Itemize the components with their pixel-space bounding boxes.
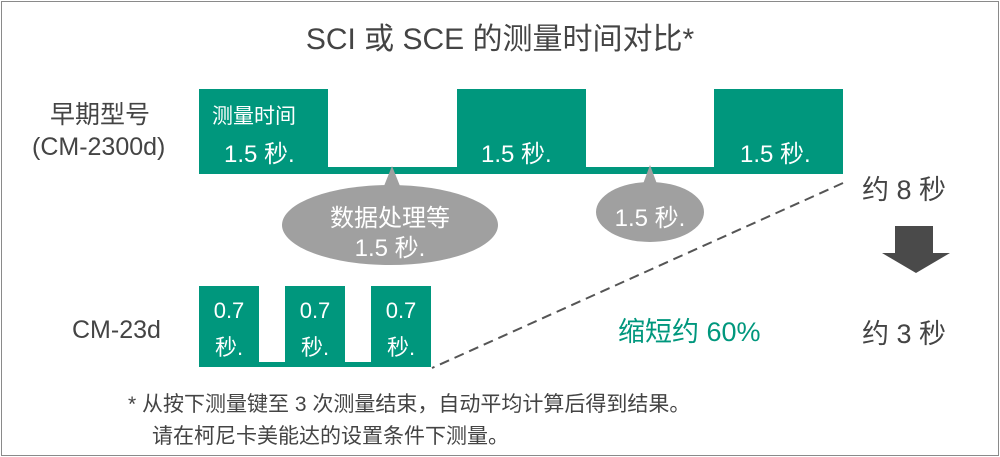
new-pulse-2-unit: 秒. — [300, 335, 330, 360]
new-pulse-1-unit: 秒. — [214, 335, 244, 360]
new-pulse-3-value: 0.7 — [385, 298, 417, 323]
bubble1 — [282, 185, 498, 265]
bubble1-line1: 数据处理等 — [330, 205, 450, 232]
footnote-line1: * 从按下测量键至 3 次测量结束，自动平均计算后得到结果。 — [128, 393, 691, 416]
old-pulse-1 — [199, 89, 328, 174]
old-total: 约 8 秒 — [862, 175, 947, 205]
bubble2-label: 1.5 秒. — [614, 205, 686, 232]
down-arrow-icon — [882, 226, 950, 273]
new-pulse-3 — [371, 286, 431, 367]
old-pulse-3-label: 1.5 秒. — [740, 141, 811, 168]
comparison-dashed-line — [431, 182, 844, 369]
new-pulse-2-value: 0.7 — [299, 298, 331, 323]
new-pulse-3-unit: 秒. — [386, 335, 416, 360]
old-pulse-1-label: 1.5 秒. — [224, 141, 295, 168]
bubble1-tail — [384, 166, 400, 186]
old-pulse-2 — [457, 89, 586, 174]
footnote-line2: 请在柯尼卡美能达的设置条件下测量。 — [152, 425, 509, 448]
new-total: 约 3 秒 — [862, 319, 947, 349]
page-title: SCI 或 SCE 的测量时间对比* — [305, 23, 695, 56]
old-model-label: 早期型号 — [50, 101, 151, 129]
bubble1-line2: 1.5 秒. — [354, 235, 426, 262]
bubble2 — [596, 182, 704, 242]
measurement-time-label: 测量时间 — [212, 105, 296, 128]
old-pulse-3 — [714, 89, 843, 174]
old-pulse-2-label: 1.5 秒. — [481, 141, 552, 168]
old-model-code: (CM-2300d) — [32, 133, 166, 161]
new-model-label: CM-23d — [72, 316, 161, 344]
new-pulse-2 — [285, 286, 345, 367]
reduction-label: 缩短约 60% — [618, 317, 761, 347]
new-pulse-1 — [199, 286, 259, 367]
new-pulse-1-value: 0.7 — [213, 298, 245, 323]
bubble2-tail — [643, 165, 657, 184]
